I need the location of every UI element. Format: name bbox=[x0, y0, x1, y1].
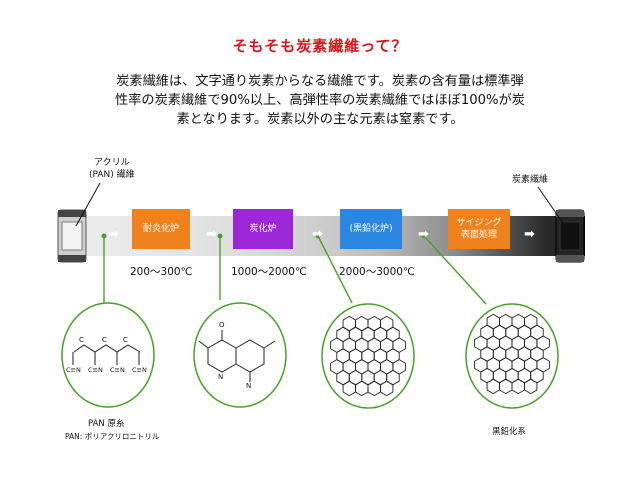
start-label-pointer bbox=[75, 182, 101, 227]
connector-dots bbox=[101, 233, 427, 239]
flow-arrow-3: ➡ bbox=[312, 227, 323, 242]
temp-graphitization: 2000～3000℃ bbox=[339, 266, 415, 278]
lattice-hexagon bbox=[524, 378, 538, 395]
flow-arrow-4: ➡ bbox=[418, 227, 429, 242]
ring-nitrogen-label-1: N bbox=[218, 373, 224, 381]
pan-carbon-3: C bbox=[123, 336, 128, 344]
slide-title: そもそも炭素繊維って？ bbox=[232, 37, 408, 55]
intro-line-2: 性率の炭素繊維で90%以上、高弾性率の炭素繊維ではほぼ100%が炭 bbox=[115, 93, 525, 108]
flow-arrow-2: ➡ bbox=[206, 227, 217, 242]
flow-arrow-1: ➡ bbox=[108, 227, 119, 242]
ring-nitrogen-label-2: N bbox=[246, 382, 252, 390]
graphite-caption: 黒鉛化系 bbox=[492, 427, 527, 437]
pan-nitrile-2: C≡N bbox=[88, 366, 103, 374]
step-box-stabilization: 耐炎化炉 bbox=[132, 209, 190, 249]
lattice-hexagon bbox=[380, 380, 394, 397]
end-material-label: 炭素繊維 bbox=[512, 175, 549, 185]
ring-structure bbox=[198, 330, 276, 382]
step-box-carbonization: 炭化炉 bbox=[233, 209, 293, 249]
flow-arrow-5: ➡ bbox=[524, 227, 535, 242]
pan-structure bbox=[72, 344, 141, 365]
start-fiber-spool bbox=[57, 209, 87, 263]
pan-nitrile-4: C≡N bbox=[132, 366, 147, 374]
step-box-sizing: サイジング 表面処理 bbox=[448, 209, 510, 249]
pan-nitrile-3: C≡N bbox=[110, 366, 125, 374]
start-label-line-1: アクリル bbox=[94, 158, 130, 168]
step-box-graphitization: (黒鉛化炉) bbox=[340, 209, 402, 249]
intro-paragraph: 炭素繊維は、文字通り炭素からなる繊維です。炭素の含有量は標準弾 性率の炭素繊維で… bbox=[60, 72, 580, 129]
end-label-pointer bbox=[537, 186, 566, 227]
pan-nitrile-1: C≡N bbox=[66, 366, 81, 374]
intro-line-3: 素となります。炭素以外の主な元素は窒素です。 bbox=[176, 112, 464, 127]
pan-subcaption: PAN: ポリアクリロニトリル bbox=[65, 432, 160, 441]
intro-line-1: 炭素繊維は、文字通り炭素からなる繊維です。炭素の含有量は標準弾 bbox=[116, 74, 524, 89]
pan-caption: PAN 原糸 bbox=[88, 419, 125, 429]
graphitic-lattice-graphite bbox=[474, 313, 550, 395]
ring-oxygen-label: O bbox=[219, 321, 225, 329]
connector-lines bbox=[103, 235, 487, 305]
start-material-label: アクリル (PAN) 繊維 bbox=[89, 157, 135, 181]
temp-carbonization: 1000～2000℃ bbox=[231, 266, 307, 278]
start-label-line-2: (PAN) 繊維 bbox=[89, 170, 135, 180]
graphitic-lattice-carbonized bbox=[330, 315, 406, 397]
temp-stabilization: 200～300℃ bbox=[130, 266, 193, 278]
end-fiber-spool bbox=[555, 209, 585, 263]
pan-carbon-1: C bbox=[79, 336, 84, 344]
pan-carbon-2: C bbox=[102, 336, 107, 344]
structure-circles bbox=[61, 302, 559, 409]
